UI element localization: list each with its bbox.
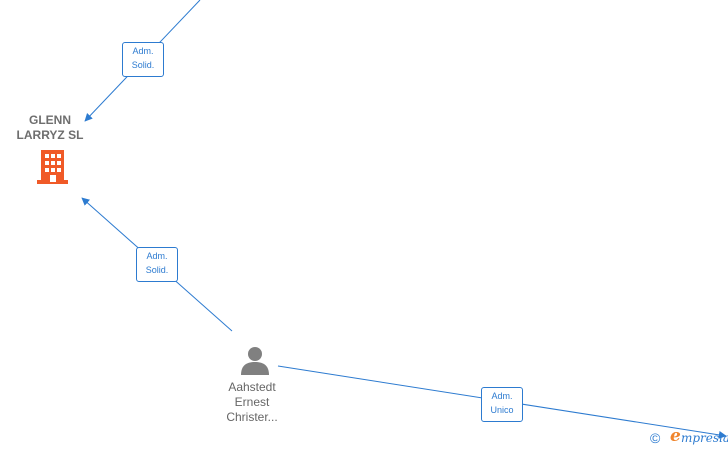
- edge-label-1[interactable]: Adm. Solid.: [122, 42, 164, 77]
- building-icon[interactable]: [37, 150, 68, 184]
- brand-name: mpresia: [681, 431, 728, 445]
- brand-initial: e: [670, 426, 681, 446]
- person-icon[interactable]: [240, 345, 270, 375]
- edge-label-2[interactable]: Adm. Solid.: [136, 247, 178, 282]
- edge-label-3[interactable]: Adm. Unico: [481, 387, 523, 422]
- company-node-label[interactable]: GLENN LARRYZ SL: [16, 113, 84, 142]
- copyright-symbol: ©: [650, 430, 661, 446]
- watermark-logo: © e mpresia: [650, 426, 728, 448]
- person-node-label[interactable]: Aahstedt Ernest Christer...: [226, 380, 278, 424]
